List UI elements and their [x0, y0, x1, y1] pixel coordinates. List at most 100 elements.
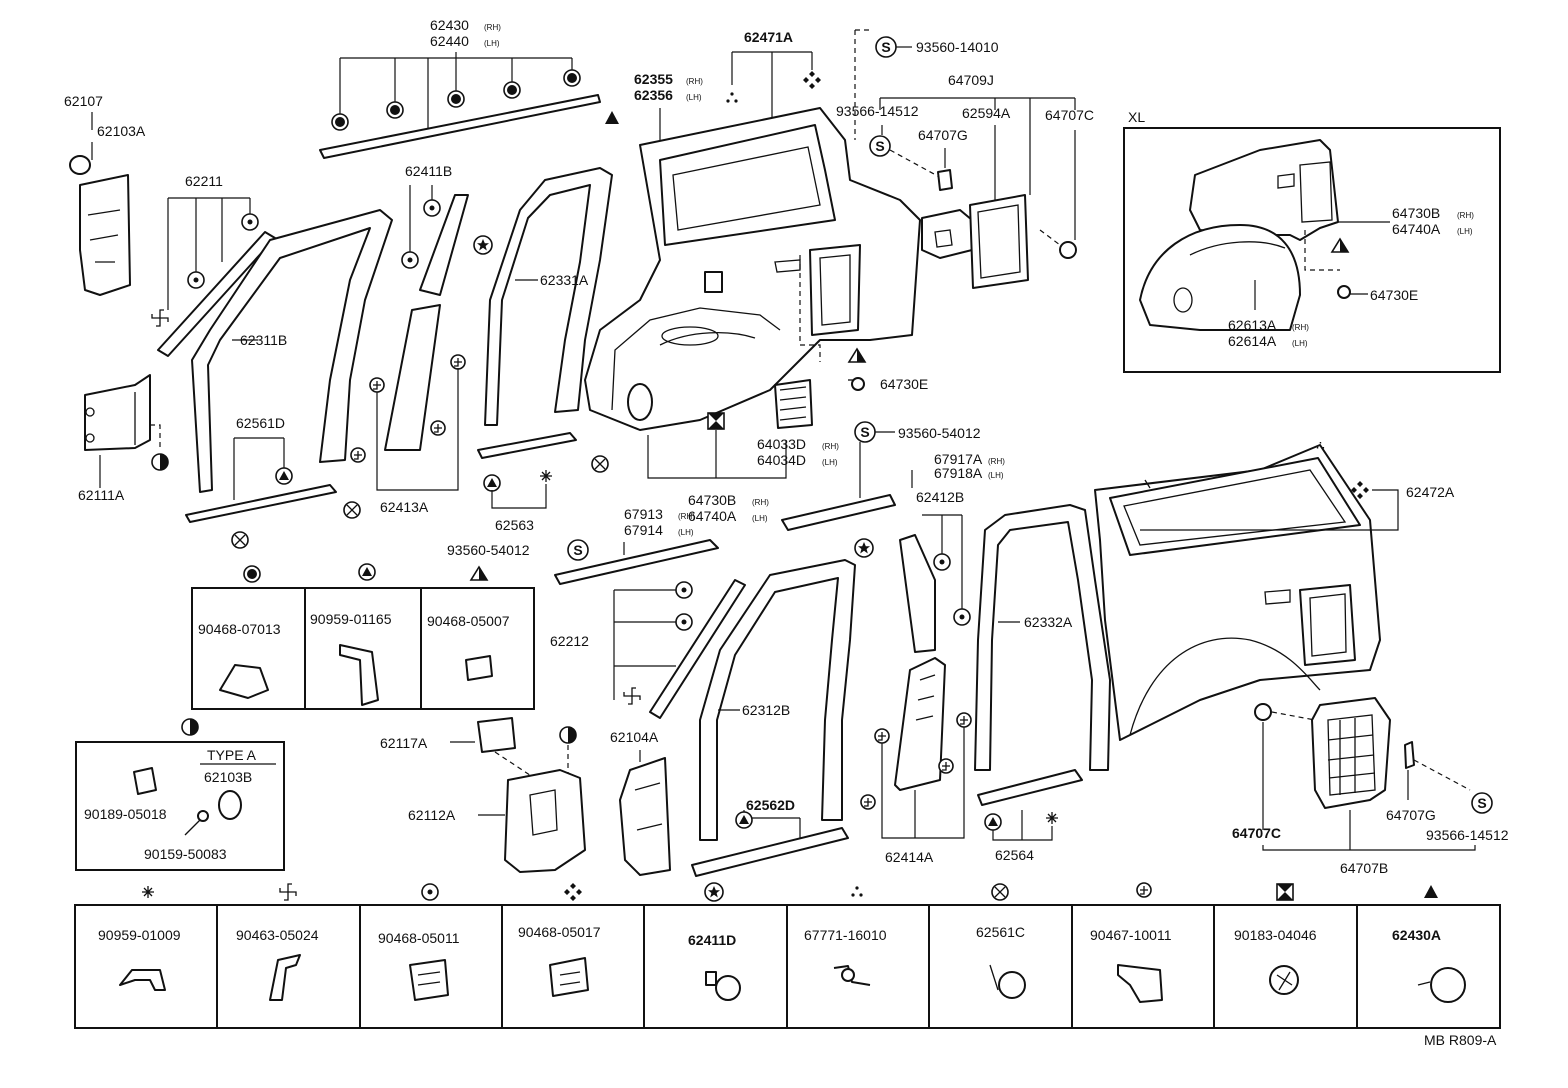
- bottom-legend-part-2: 90463-05024: [236, 927, 319, 943]
- label-62212: 62212: [550, 633, 589, 649]
- label-62414A: 62414A: [885, 849, 934, 865]
- label-62107: 62107: [64, 93, 103, 109]
- inset-label-64740A: 64740A: [1392, 221, 1441, 237]
- label-93560-14010: 93560-14010: [916, 39, 999, 55]
- label-62564: 62564: [995, 847, 1034, 863]
- label-64707G-top: 64707G: [918, 127, 968, 143]
- label-62331A: 62331A: [540, 272, 589, 288]
- label-62411B: 62411B: [405, 163, 452, 179]
- label-62563: 62563: [495, 517, 534, 533]
- type-a-part-3: 90159-50083: [144, 846, 227, 862]
- label-62472A: 62472A: [1406, 484, 1455, 500]
- svg-text:(LH): (LH): [1457, 227, 1473, 236]
- label-67917A: 67917A: [934, 451, 983, 467]
- bottom-legend-part-10: 62430A: [1392, 927, 1441, 943]
- bottom-legend-part-6: 67771-16010: [804, 927, 887, 943]
- svg-text:(RH): (RH): [484, 23, 501, 32]
- bottom-legend-part-3: 90468-05011: [378, 930, 460, 946]
- label-62312B: 62312B: [742, 702, 790, 718]
- svg-text:(RH): (RH): [752, 498, 769, 507]
- inset-label-62614A: 62614A: [1228, 333, 1277, 349]
- label-93560-54012-b: 93560-54012: [447, 542, 530, 558]
- part-quarter-panel-upper-drawing: [584, 107, 921, 431]
- label-62440: 62440: [430, 33, 469, 49]
- part-quarter-panel-lower-drawing: [1094, 444, 1381, 741]
- svg-text:(RH): (RH): [686, 77, 703, 86]
- svg-text:(LH): (LH): [822, 458, 838, 467]
- inset-xl: XL 64730E 64730B (RH) 64740A (LH) 62613A…: [1123, 109, 1501, 373]
- label-62311B: 62311B: [240, 332, 287, 348]
- bottom-legend-part-8: 90467-10011: [1090, 927, 1172, 943]
- mid-legend-part-3: 90468-05007: [427, 613, 510, 629]
- label-62471A: 62471A: [744, 29, 793, 45]
- label-62356: 62356: [634, 87, 673, 103]
- label-62103A: 62103A: [97, 123, 146, 139]
- svg-text:(LH): (LH): [752, 514, 768, 523]
- inset-label-64730B: 64730B: [1392, 205, 1440, 221]
- three-dots-marker: ∴: [1316, 437, 1325, 453]
- label-62594A: 62594A: [962, 105, 1011, 121]
- type-a-part-2: 90189-05018: [84, 806, 167, 822]
- legend-bottom: 90959-01009 90463-05024 90468-05011 9046…: [74, 882, 1501, 1029]
- label-62561D: 62561D: [236, 415, 285, 431]
- svg-text:(LH): (LH): [686, 93, 702, 102]
- label-64034D: 64034D: [757, 452, 806, 468]
- label-62211: 62211: [185, 173, 223, 189]
- bottom-legend-part-1: 90959-01009: [98, 927, 181, 943]
- label-67913: 67913: [624, 506, 663, 522]
- bottom-legend-part-5: 62411D: [688, 932, 736, 948]
- part-62312B-drawing: [699, 559, 856, 841]
- part-62103A-drawing: [69, 155, 131, 296]
- label-64033D: 64033D: [757, 436, 806, 452]
- bottom-legend-part-9: 90183-04046: [1234, 927, 1317, 943]
- label-64730E-mid: 64730E: [880, 376, 928, 392]
- mid-legend-part-2: 90959-01165: [310, 611, 392, 627]
- svg-text:(RH): (RH): [988, 457, 1005, 466]
- label-62430: 62430: [430, 17, 469, 33]
- label-62117A: 62117A: [380, 735, 428, 751]
- label-62562D: 62562D: [746, 797, 795, 813]
- inset-label-64730E: 64730E: [1370, 287, 1418, 303]
- label-67918A: 67918A: [934, 465, 983, 481]
- part-62311B-drawing: [191, 209, 393, 493]
- inset-xl-title: XL: [1128, 109, 1145, 125]
- label-64707C-top: 64707C: [1045, 107, 1094, 123]
- label-62111A: 62111A: [78, 487, 125, 503]
- label-62413A: 62413A: [380, 499, 429, 515]
- mid-legend-part-1: 90468-07013: [198, 621, 281, 637]
- type-a-part-1: 62103B: [204, 769, 252, 785]
- label-93566-14512-top: 93566-14512: [836, 103, 919, 119]
- svg-text:(LH): (LH): [484, 39, 500, 48]
- bottom-legend-part-4: 90468-05017: [518, 924, 601, 940]
- label-62412B: 62412B: [916, 489, 964, 505]
- svg-text:(LH): (LH): [1292, 339, 1308, 348]
- inset-label-62613A: 62613A: [1228, 317, 1277, 333]
- type-a-box: TYPE A 62103B 90189-05018 90159-50083: [75, 718, 285, 871]
- label-62355: 62355: [634, 71, 673, 87]
- legend-middle: 90468-07013 90959-01165 90468-05007: [191, 563, 535, 710]
- svg-text:(RH): (RH): [1292, 323, 1309, 332]
- label-93560-54012-a: 93560-54012: [898, 425, 981, 441]
- bottom-legend-part-7: 62561C: [976, 924, 1025, 940]
- label-64707C-bottom: 64707C: [1232, 825, 1281, 841]
- svg-text:(LH): (LH): [988, 471, 1004, 480]
- svg-text:(RH): (RH): [678, 512, 695, 521]
- label-62104A: 62104A: [610, 729, 659, 745]
- label-64740A: 64740A: [688, 508, 737, 524]
- label-64709J: 64709J: [948, 72, 994, 88]
- svg-text:(LH): (LH): [678, 528, 694, 537]
- label-64730B: 64730B: [688, 492, 736, 508]
- label-64707G-bottom: 64707G: [1386, 807, 1436, 823]
- part-62331A-drawing: [484, 167, 613, 426]
- label-64707B: 64707B: [1340, 860, 1388, 876]
- label-62112A: 62112A: [408, 807, 456, 823]
- part-62111A-drawing: [84, 374, 151, 451]
- svg-text:(RH): (RH): [822, 442, 839, 451]
- svg-text:(RH): (RH): [1457, 211, 1474, 220]
- type-a-title: TYPE A: [207, 747, 257, 763]
- part-62332A-drawing: [974, 504, 1111, 771]
- label-67914: 67914: [624, 522, 663, 538]
- drawing-reference: MB R809-A: [1424, 1032, 1497, 1048]
- label-93566-14512-bottom: 93566-14512: [1426, 827, 1509, 843]
